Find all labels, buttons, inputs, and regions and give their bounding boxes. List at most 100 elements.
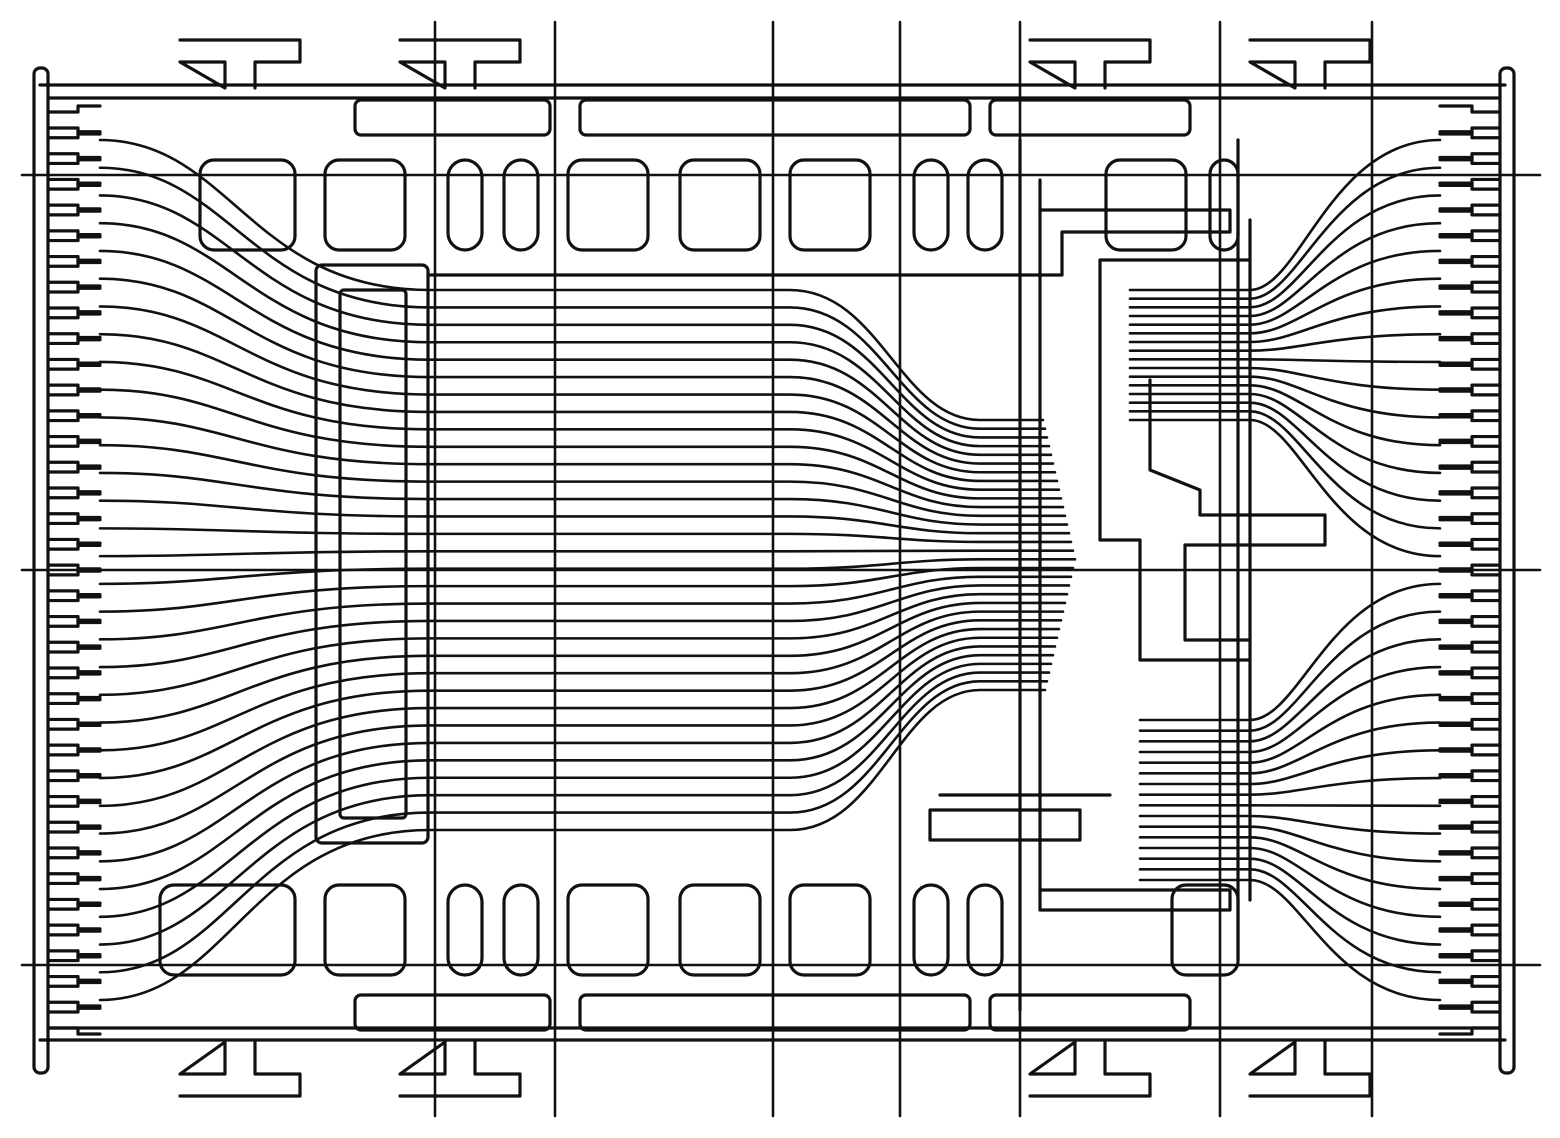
right-step <box>1148 378 1327 642</box>
left-finger <box>98 499 1071 535</box>
right-lead <box>1438 207 1502 239</box>
bottom-slot <box>158 883 297 977</box>
rail-segment <box>353 98 552 137</box>
right-lead <box>1438 515 1502 548</box>
rail-segment <box>578 98 972 137</box>
channel-left-wall <box>1018 138 1042 1012</box>
left-lead <box>46 541 102 573</box>
right-lead <box>1438 695 1502 728</box>
left-lead <box>46 772 102 805</box>
top-tie-tab <box>178 38 302 90</box>
bottom-slot <box>912 883 950 977</box>
top-slot <box>446 158 484 252</box>
right-finger <box>1128 366 1442 391</box>
right-lead <box>1438 747 1502 779</box>
left-lead <box>46 104 102 136</box>
left-finger <box>98 360 1061 491</box>
left-lead <box>46 618 102 650</box>
right-lead <box>1438 850 1502 882</box>
right-finger <box>1128 305 1442 344</box>
left-lead <box>46 207 102 239</box>
left-lead <box>46 901 102 933</box>
top-tie-tab <box>1028 38 1152 90</box>
die-attach-paddle <box>314 263 430 845</box>
left-finger <box>98 558 1077 586</box>
right-finger <box>1138 610 1442 732</box>
bottom-tie-tab <box>398 1040 522 1098</box>
left-lead <box>46 232 102 265</box>
right-finger <box>1138 836 1442 891</box>
right-lead <box>1438 592 1502 625</box>
lower-notch <box>928 793 1112 842</box>
left-lead <box>46 644 102 676</box>
right-finger <box>1138 825 1442 863</box>
center-channel <box>428 138 1327 1012</box>
right-finger <box>1138 638 1442 743</box>
left-lead <box>46 412 102 445</box>
right-lead <box>1438 644 1502 676</box>
top-slot <box>966 158 1004 252</box>
paddle-outer <box>314 263 430 845</box>
right-finger <box>1128 332 1442 352</box>
right-lead <box>1438 772 1502 805</box>
right-lead <box>1438 438 1502 470</box>
right-lead <box>1438 387 1502 419</box>
bottom-tie-tab <box>178 1040 302 1098</box>
left-finger <box>98 566 1075 613</box>
left-lead <box>46 464 102 496</box>
right-finger <box>1128 375 1442 419</box>
bottom-tie-tab <box>1248 1040 1372 1098</box>
left-finger <box>98 549 1075 558</box>
bottom-slot <box>446 883 484 977</box>
bottom-slot <box>678 883 762 977</box>
right-finger <box>1138 665 1442 754</box>
channel-right-wall <box>1236 138 1252 962</box>
left-lead <box>46 310 102 342</box>
top-slot <box>912 158 950 252</box>
left-lead <box>46 515 102 548</box>
right-finger <box>1128 138 1442 292</box>
right-block <box>1098 258 1252 662</box>
right-finger <box>1138 846 1442 919</box>
top-slot <box>1104 158 1188 252</box>
left-lead <box>46 747 102 779</box>
left-lead <box>46 824 102 856</box>
right-finger <box>1128 221 1442 318</box>
right-lead <box>1438 875 1502 908</box>
right-lead <box>1438 670 1502 702</box>
rail-segment <box>578 993 972 1032</box>
right-finger <box>1138 878 1442 1002</box>
right-lead <box>1438 361 1502 393</box>
bottom-slot <box>1170 883 1240 977</box>
right-lead <box>1438 181 1502 213</box>
tie-bar-tabs <box>178 38 1372 1098</box>
left-lead <box>46 567 102 599</box>
left-finger <box>98 662 1053 919</box>
left-lead <box>46 438 102 470</box>
right-finger <box>1138 693 1442 764</box>
right-lead <box>1438 901 1502 933</box>
top-slot <box>678 158 762 252</box>
bottom-tie-tab <box>1028 1040 1152 1098</box>
right-finger <box>1138 776 1442 796</box>
left-finger <box>98 627 1061 808</box>
left-lead-comb <box>46 104 102 1036</box>
right-finger <box>1138 582 1442 722</box>
top-tie-tab <box>1248 38 1372 90</box>
right-finger <box>1128 410 1442 530</box>
left-lead <box>46 670 102 702</box>
left-lead <box>46 155 102 188</box>
left-lead <box>46 258 102 290</box>
left-lead <box>46 850 102 882</box>
right-finger <box>1128 418 1442 558</box>
left-lead <box>46 592 102 625</box>
left-lead <box>46 721 102 753</box>
right-lead-comb <box>1438 104 1502 1036</box>
bottom-slot <box>966 883 1004 977</box>
right-lead <box>1438 567 1502 599</box>
top-slot <box>198 158 297 252</box>
right-lead <box>1438 952 1502 985</box>
left-lead <box>46 130 102 162</box>
right-finger <box>1138 857 1442 946</box>
right-finger <box>1138 868 1442 974</box>
